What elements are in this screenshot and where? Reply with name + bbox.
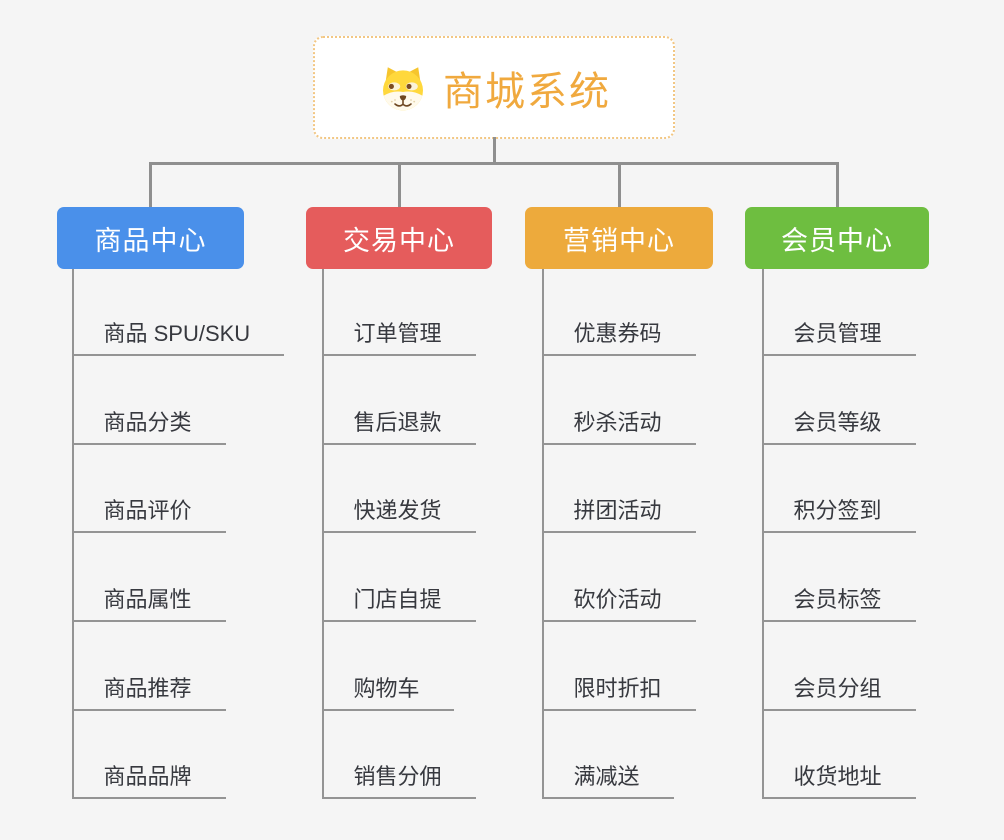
root-title: 商城系统 [443, 69, 611, 114]
leaf-node[interactable]: 商品属性 [71, 582, 226, 622]
leaf-node[interactable]: 砍价活动 [541, 582, 696, 622]
connector-drop-trade [397, 162, 401, 209]
branch-spine-members [761, 269, 764, 799]
branch-spine-trade [321, 269, 324, 799]
branch-node-trade[interactable]: 交易中心 [306, 207, 492, 269]
leaf-node[interactable]: 满减送 [541, 759, 674, 799]
leaf-node[interactable]: 售后退款 [321, 405, 476, 445]
leaf-node[interactable]: 商品品牌 [71, 759, 226, 799]
leaf-node[interactable]: 快递发货 [321, 493, 476, 533]
leaf-node[interactable]: 积分签到 [761, 493, 916, 533]
branch-spine-marketing [541, 269, 544, 799]
leaf-node[interactable]: 订单管理 [321, 316, 476, 356]
branch-node-members[interactable]: 会员中心 [745, 207, 929, 269]
leaf-node[interactable]: 秒杀活动 [541, 405, 696, 445]
leaf-node[interactable]: 会员标签 [761, 582, 916, 622]
leaf-node[interactable]: 限时折扣 [541, 671, 696, 711]
connector-root-drop [492, 137, 496, 165]
leaf-node[interactable]: 会员管理 [761, 316, 916, 356]
branch-node-products[interactable]: 商品中心 [57, 207, 244, 269]
leaf-node[interactable]: 优惠券码 [541, 316, 696, 356]
leaf-node[interactable]: 收货地址 [761, 759, 916, 799]
leaf-node[interactable]: 会员等级 [761, 405, 916, 445]
leaf-node[interactable]: 购物车 [321, 671, 454, 711]
leaf-node[interactable]: 门店自提 [321, 582, 476, 622]
leaf-node[interactable]: 商品推荐 [71, 671, 226, 711]
leaf-node[interactable]: 商品分类 [71, 405, 226, 445]
leaf-node[interactable]: 销售分佣 [321, 759, 476, 799]
leaf-node[interactable]: 商品 SPU/SKU [71, 316, 285, 356]
connector-trunk [149, 162, 839, 165]
root-node[interactable]: 商城系统 [313, 36, 675, 139]
branch-spine-products [71, 269, 74, 799]
leaf-node[interactable]: 会员分组 [761, 671, 916, 711]
leaf-node[interactable]: 商品评价 [71, 493, 226, 533]
connector-drop-members [835, 162, 839, 209]
connector-drop-marketing [617, 162, 621, 209]
leaf-node[interactable]: 拼团活动 [541, 493, 696, 533]
branch-node-marketing[interactable]: 营销中心 [525, 207, 713, 269]
connector-drop-products [149, 162, 152, 209]
doge-icon [383, 66, 423, 110]
